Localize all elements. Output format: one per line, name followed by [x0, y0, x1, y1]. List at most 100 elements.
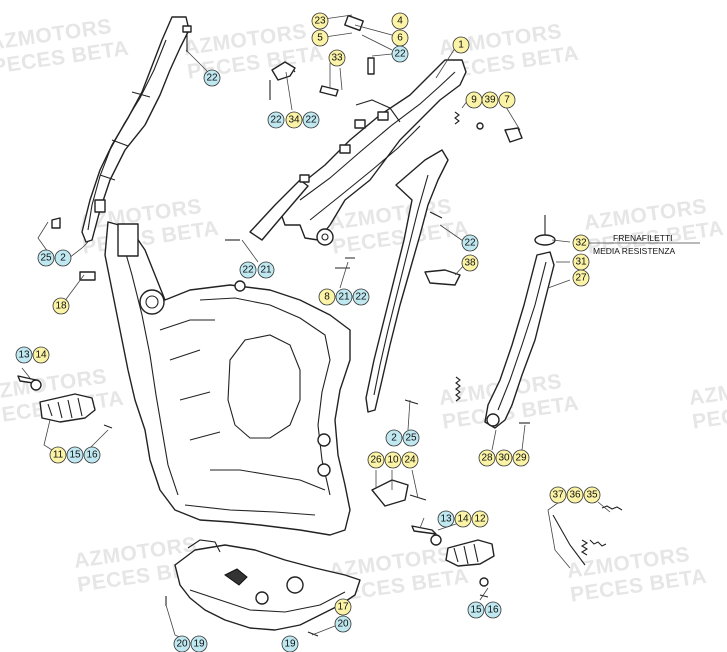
callout-16: 16: [83, 446, 101, 464]
svg-text:34: 34: [288, 115, 300, 126]
svg-text:11: 11: [53, 450, 64, 461]
svg-text:35: 35: [586, 490, 598, 501]
callout-15: 15: [467, 601, 485, 619]
svg-text:20: 20: [337, 619, 349, 630]
svg-text:16: 16: [487, 605, 499, 616]
callout-24: 24: [401, 451, 419, 469]
note-line1: FRENAFILETTI: [613, 233, 673, 243]
callout-34: 34: [285, 111, 303, 129]
callout-22: 22: [239, 261, 257, 279]
svg-text:30: 30: [498, 453, 510, 464]
callout-39: 39: [481, 91, 499, 109]
callout-36: 36: [566, 486, 584, 504]
svg-text:22: 22: [394, 49, 406, 60]
svg-text:23: 23: [314, 16, 326, 27]
callout-19: 19: [281, 635, 299, 652]
callout-2: 2: [54, 249, 72, 267]
svg-text:17: 17: [337, 602, 349, 613]
svg-text:13: 13: [18, 350, 30, 361]
callout-28: 28: [478, 449, 496, 467]
svg-text:22: 22: [242, 265, 254, 276]
svg-text:5: 5: [317, 33, 323, 44]
svg-text:21: 21: [338, 292, 350, 303]
svg-text:22: 22: [355, 292, 367, 303]
callout-2: 2: [385, 429, 403, 447]
left-footpeg: [17, 375, 96, 423]
svg-text:9: 9: [471, 95, 477, 106]
watermark: AZMOTORS PECES BETA: [182, 20, 325, 84]
callout-6: 6: [391, 29, 409, 47]
svg-text:25: 25: [405, 433, 417, 444]
svg-text:2: 2: [391, 433, 397, 444]
callout-11: 11: [49, 446, 67, 464]
svg-text:15: 15: [69, 450, 81, 461]
fasteners: [51, 14, 530, 637]
svg-text:4: 4: [397, 16, 403, 27]
svg-text:38: 38: [464, 258, 476, 269]
callout-22: 22: [352, 288, 370, 306]
svg-text:16: 16: [86, 450, 98, 461]
svg-text:22: 22: [206, 73, 218, 84]
watermark: AZMOTORS PECES BETA: [565, 543, 708, 607]
callout-13: 13: [437, 510, 455, 528]
watermark: AZMOTORS PECES BETA: [0, 15, 130, 79]
svg-text:10: 10: [387, 455, 399, 466]
callout-14: 14: [32, 346, 50, 364]
callout-5: 5: [311, 29, 329, 47]
svg-text:25: 25: [40, 253, 52, 264]
callout-20: 20: [334, 615, 352, 633]
svg-text:31: 31: [575, 257, 587, 268]
svg-text:7: 7: [504, 95, 510, 106]
callout-31: 31: [572, 253, 590, 271]
svg-text:32: 32: [575, 238, 587, 249]
callout-27: 27: [572, 269, 590, 287]
callout-16: 16: [484, 601, 502, 619]
thread-locker-note: FRENAFILETTI MEDIA RESISTENZA: [593, 233, 676, 256]
callout-26: 26: [367, 451, 385, 469]
svg-text:22: 22: [464, 238, 476, 249]
svg-text:19: 19: [284, 639, 296, 650]
callout-13: 13: [15, 346, 33, 364]
svg-text:21: 21: [260, 265, 272, 276]
spring-parts: [455, 376, 623, 566]
callout-8: 8: [318, 288, 336, 306]
callout-22: 22: [461, 234, 479, 252]
callout-30: 30: [495, 449, 513, 467]
callout-18: 18: [52, 297, 70, 315]
callout-21: 21: [335, 288, 353, 306]
callout-19: 19: [190, 635, 208, 652]
svg-text:6: 6: [397, 33, 403, 44]
callout-38: 38: [461, 254, 479, 272]
callout-32: 32: [572, 234, 590, 252]
callout-12: 12: [471, 510, 489, 528]
bracket-plate: [371, 479, 409, 507]
svg-text:29: 29: [515, 453, 527, 464]
svg-text:13: 13: [440, 514, 452, 525]
callout-33: 33: [328, 49, 346, 67]
callout-9: 9: [465, 91, 483, 109]
callout-37: 37: [549, 486, 567, 504]
svg-text:37: 37: [552, 490, 564, 501]
skid-plate: [174, 539, 361, 631]
watermark: AZMOTORS PECES BETA: [327, 195, 470, 259]
svg-text:22: 22: [305, 115, 317, 126]
svg-text:20: 20: [176, 639, 188, 650]
svg-text:18: 18: [55, 301, 67, 312]
callout-21: 21: [257, 261, 275, 279]
callout-22: 22: [302, 111, 320, 129]
callout-10: 10: [384, 451, 402, 469]
svg-text:2: 2: [60, 253, 66, 264]
rear-subframe: [249, 59, 467, 246]
svg-text:28: 28: [481, 453, 493, 464]
note-line2: MEDIA RESISTENZA: [593, 246, 676, 256]
svg-text:14: 14: [457, 514, 469, 525]
callout-25: 25: [37, 249, 55, 267]
svg-text:15: 15: [470, 605, 482, 616]
svg-text:19: 19: [193, 639, 205, 650]
main-frame: [104, 221, 351, 536]
svg-text:27: 27: [575, 273, 587, 284]
subframe-right-strut: [365, 149, 449, 413]
svg-text:33: 33: [331, 53, 343, 64]
callout-22: 22: [203, 69, 221, 87]
svg-text:36: 36: [569, 490, 581, 501]
